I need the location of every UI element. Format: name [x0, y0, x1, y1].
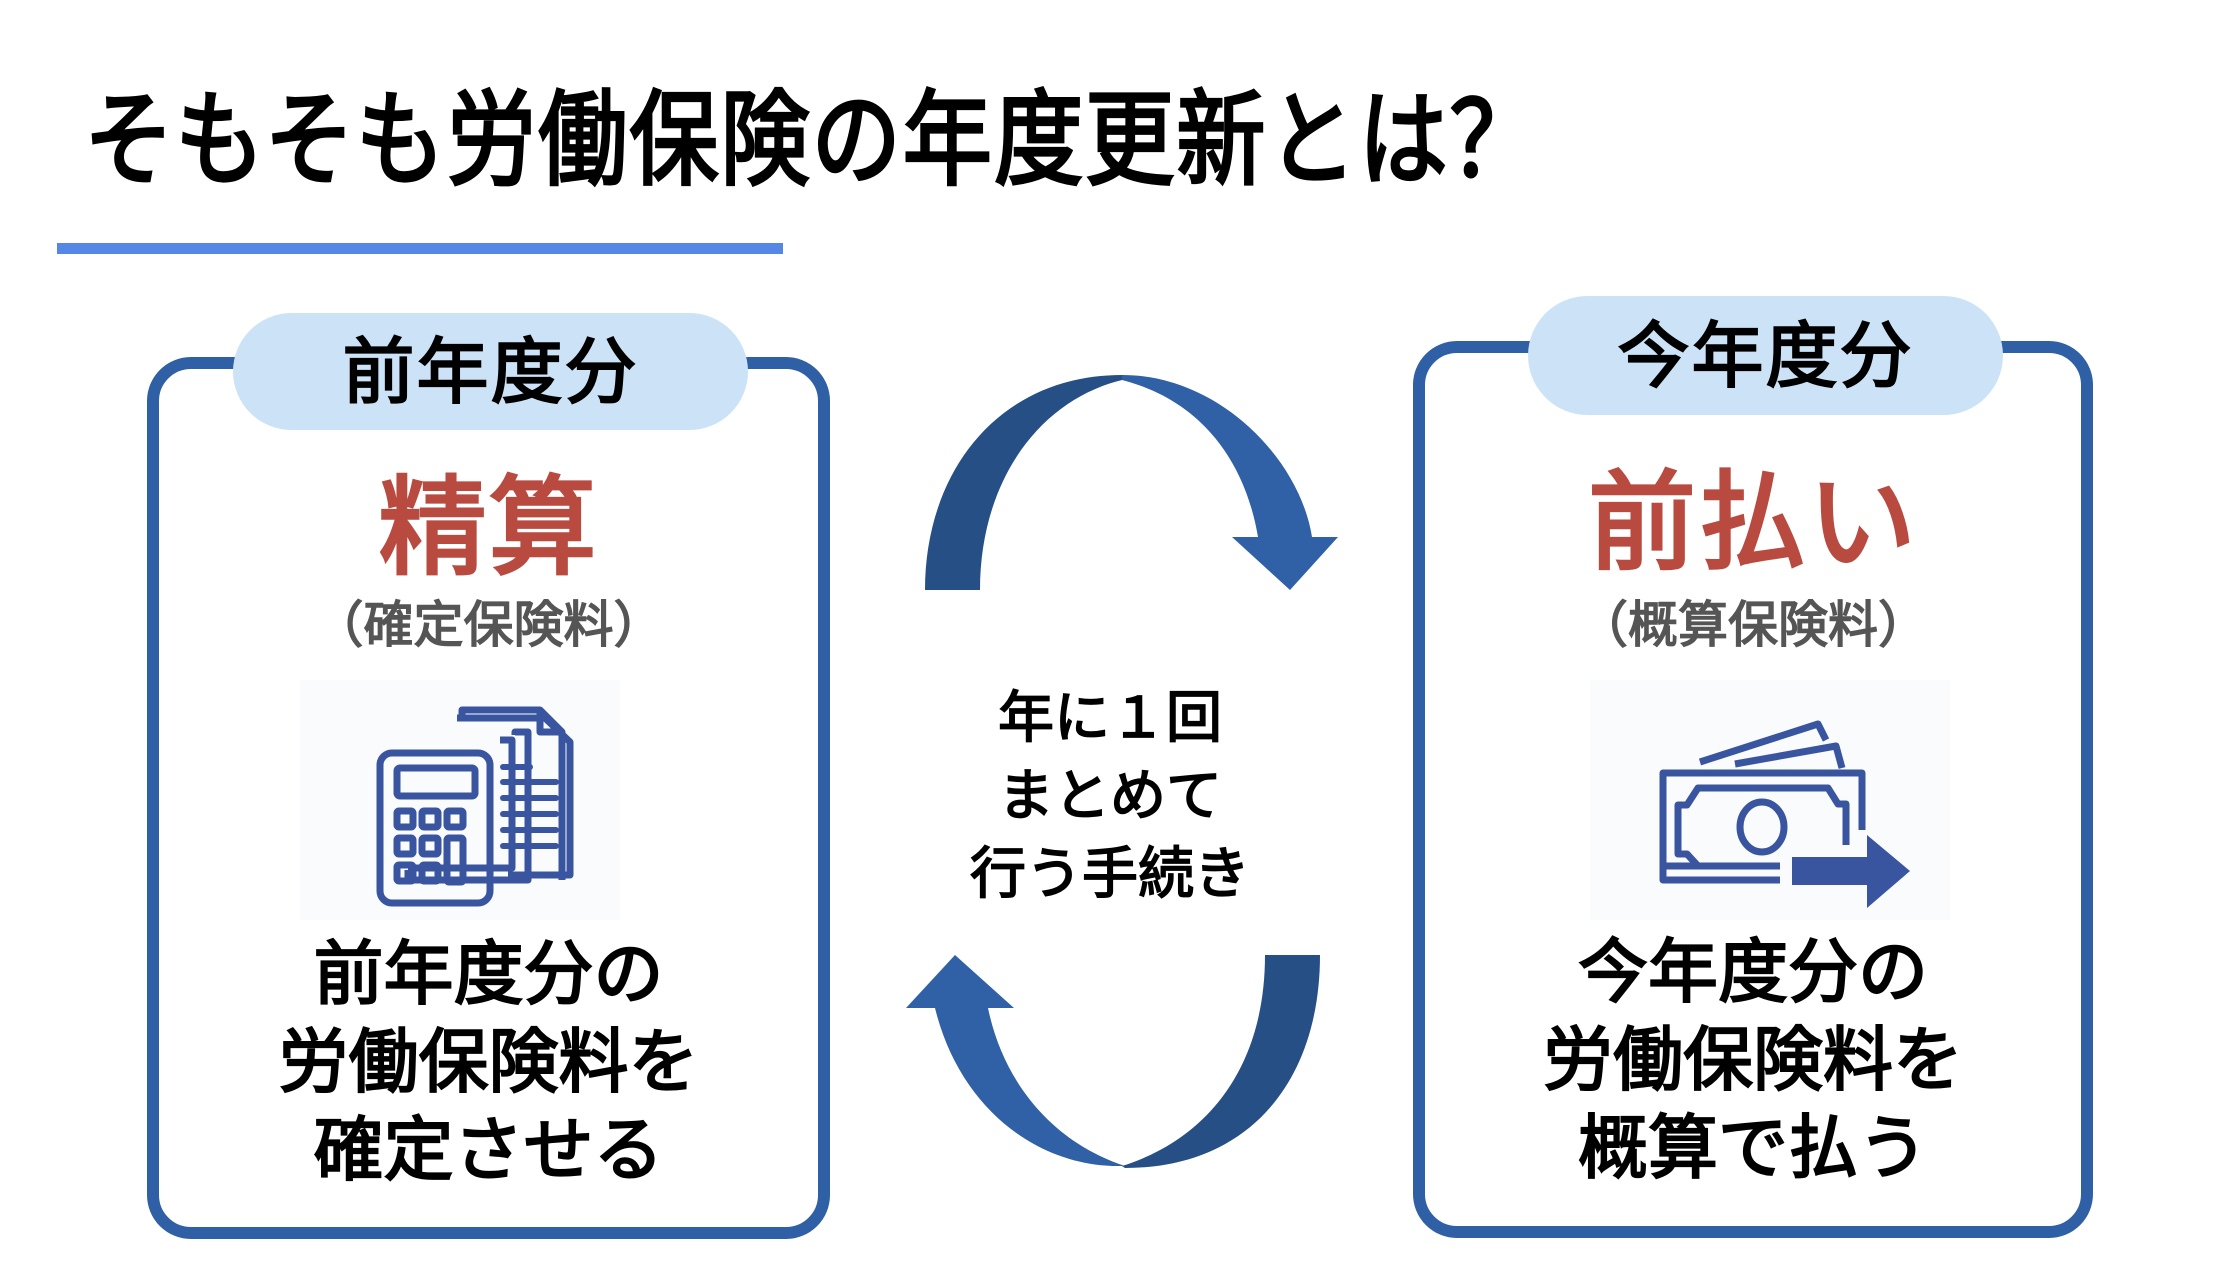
previous-year-label: 前年度分 [233, 313, 748, 430]
settlement-subheading: （確定保険料） [313, 596, 664, 654]
prepayment-heading: 前払い [1587, 461, 1918, 586]
money-transfer-icon [1590, 680, 1950, 920]
prepayment-subheading: （概算保険料） [1578, 596, 1928, 654]
previous-year-description: 前年度分の 労働保険料を 確定させる [278, 933, 699, 1191]
page-title: そもそも労働保険の年度更新とは？ [84, 79, 1541, 201]
curved-arrow-left-icon [906, 955, 1320, 1168]
curved-arrow-right-icon [925, 375, 1338, 590]
calculator-document-icon [300, 680, 620, 920]
annual-procedure-text: 年に１回 まとめて 行う手続き [970, 686, 1250, 907]
title-underline [57, 243, 783, 254]
settlement-heading: 精算 [378, 466, 599, 591]
current-year-description: 今年度分の 労働保険料を 概算で払う [1543, 931, 1963, 1189]
current-year-label: 今年度分 [1528, 296, 2003, 415]
